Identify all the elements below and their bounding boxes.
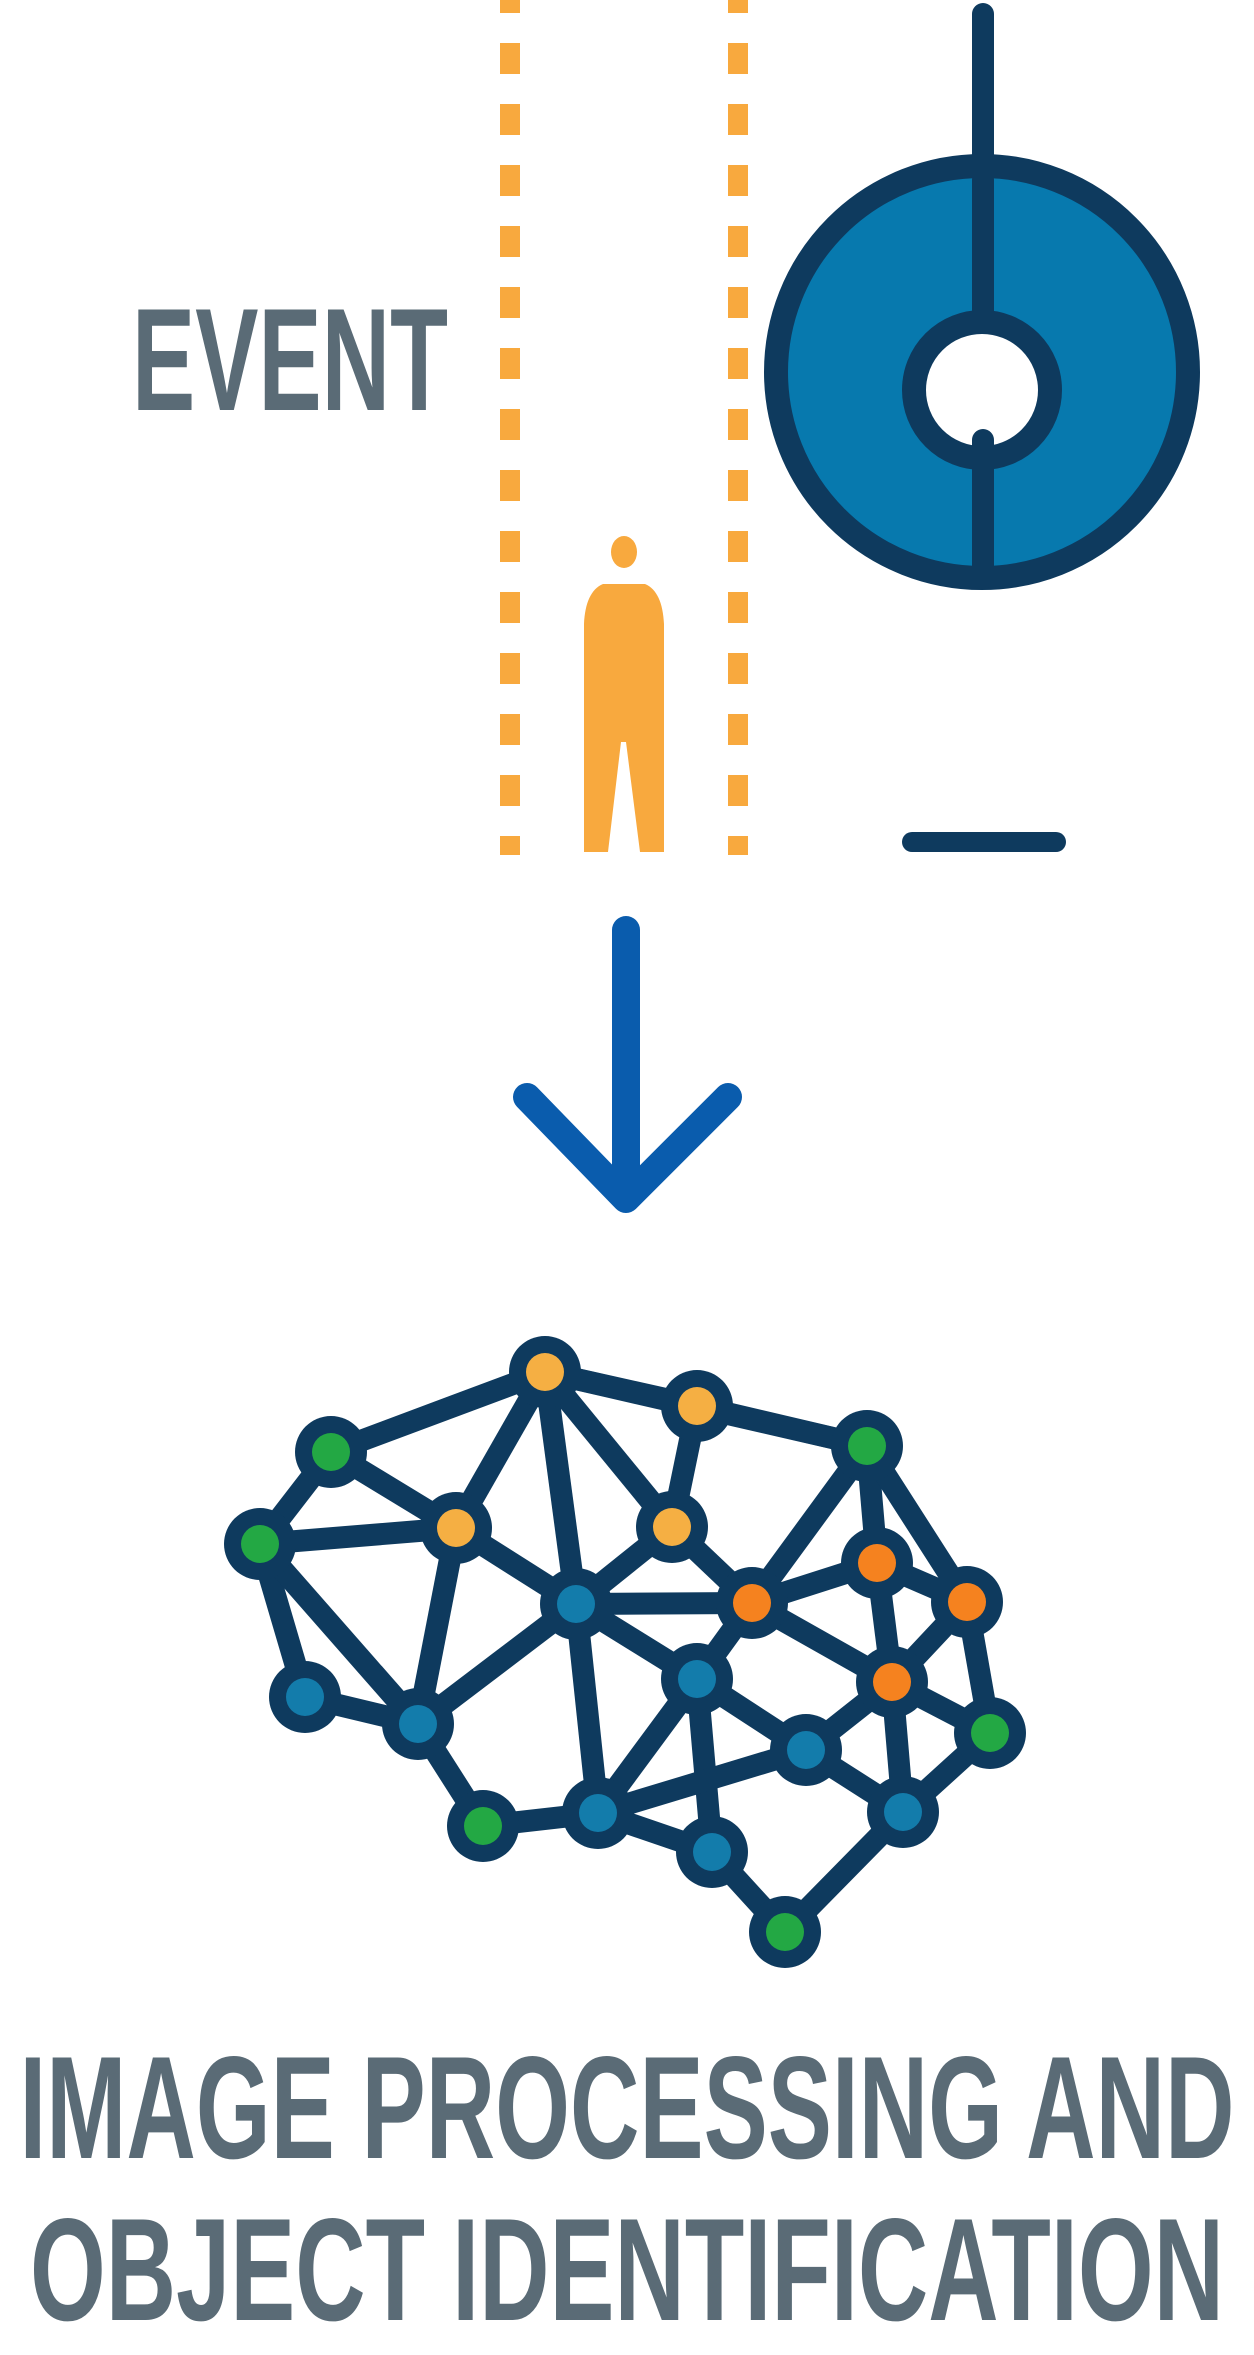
network-node xyxy=(526,1353,564,1391)
network-node xyxy=(464,1807,502,1845)
network-node xyxy=(873,1663,911,1701)
network-node xyxy=(678,1387,716,1425)
network-node xyxy=(437,1509,475,1547)
title-line-1: IMAGE PROCESSING AND xyxy=(20,2026,1235,2189)
network-node xyxy=(787,1731,825,1769)
person-head xyxy=(611,536,637,568)
network-node xyxy=(312,1433,350,1471)
network-nodes xyxy=(224,1336,1026,1968)
network-edge xyxy=(594,1739,810,1824)
network-node xyxy=(733,1584,771,1622)
network-node xyxy=(766,1913,804,1951)
network-node xyxy=(971,1714,1009,1752)
network-edge xyxy=(327,1361,549,1463)
network-edge xyxy=(534,1370,587,1606)
network-node xyxy=(858,1544,896,1582)
network-node xyxy=(579,1794,617,1832)
neural-network-icon xyxy=(224,1336,1026,1968)
network-node xyxy=(399,1705,437,1743)
person-body xyxy=(584,584,664,852)
network-node xyxy=(653,1508,691,1546)
event-label: EVENT xyxy=(132,278,448,441)
down-arrow-icon xyxy=(513,916,742,1213)
network-node xyxy=(241,1525,279,1563)
network-node xyxy=(693,1833,731,1871)
network-node xyxy=(678,1660,716,1698)
person-icon xyxy=(584,536,664,852)
network-node xyxy=(884,1793,922,1831)
camera-lens-icon xyxy=(764,3,1200,852)
network-node xyxy=(286,1678,324,1716)
network-edge xyxy=(251,1536,427,1732)
network-node xyxy=(948,1583,986,1621)
network-node xyxy=(848,1427,886,1465)
title-line-2: OBJECT IDENTIFICATION xyxy=(30,2188,1224,2351)
network-node xyxy=(557,1585,595,1623)
